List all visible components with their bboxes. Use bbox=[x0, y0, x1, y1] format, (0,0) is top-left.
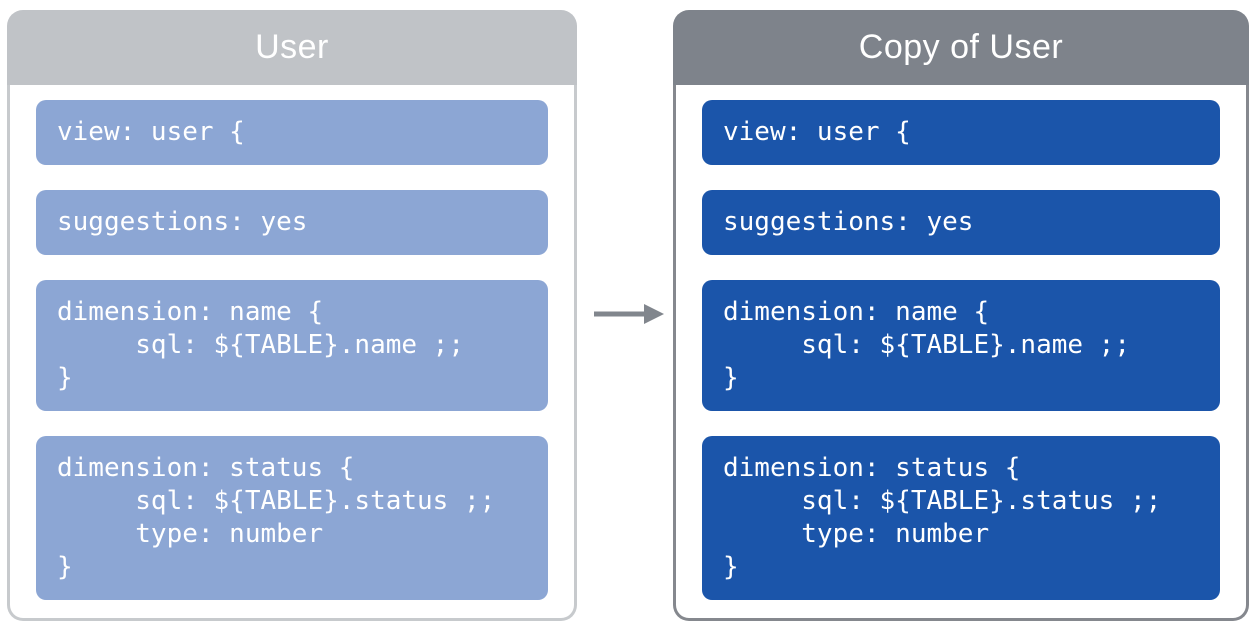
copy-of-user-panel-body: view: user { suggestions: yes dimension: n… bbox=[673, 85, 1249, 621]
user-panel-body: view: user { suggestions: yes dimension: n… bbox=[7, 85, 577, 621]
code-block: dimension: name { sql: ${TABLE}.name ;; … bbox=[702, 280, 1220, 411]
copy-arrow-icon bbox=[592, 301, 666, 327]
code-block: view: user { bbox=[36, 100, 548, 165]
user-panel: User view: user { suggestions: yes dimensi… bbox=[7, 10, 577, 621]
copy-of-user-panel: Copy of User view: user { suggestions: ye… bbox=[673, 10, 1249, 621]
code-block: dimension: status { sql: ${TABLE}.status… bbox=[702, 436, 1220, 600]
code-block: dimension: name { sql: ${TABLE}.name ;; … bbox=[36, 280, 548, 411]
user-panel-header: User bbox=[7, 10, 577, 85]
code-block: view: user { bbox=[702, 100, 1220, 165]
copy-of-user-panel-header: Copy of User bbox=[673, 10, 1249, 85]
code-block: dimension: status { sql: ${TABLE}.status… bbox=[36, 436, 548, 600]
code-block: suggestions: yes bbox=[36, 190, 548, 255]
copy-of-user-panel-title: Copy of User bbox=[858, 28, 1064, 66]
user-panel-title: User bbox=[255, 28, 329, 66]
code-block: suggestions: yes bbox=[702, 190, 1220, 255]
